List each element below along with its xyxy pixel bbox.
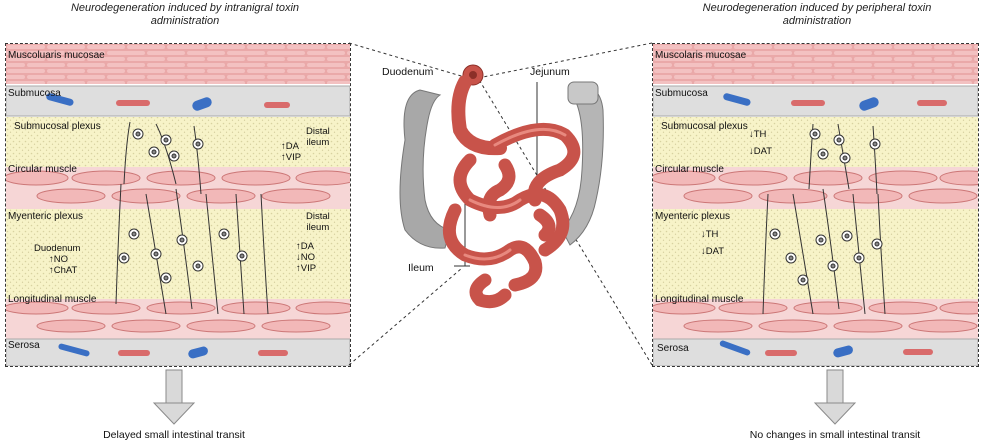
duodenum-shape	[458, 65, 500, 148]
left-anno-distal-ileum-1: Distal ileum	[306, 126, 330, 148]
colon-frame	[400, 82, 603, 248]
left-outcome-caption: Delayed small intestinal transit	[74, 429, 274, 441]
left-anno-duodenum: Duodenum ↑NO ↑ChAT	[34, 243, 80, 276]
gut-highlights	[465, 129, 565, 259]
left-anno-da-vip-1: ↑DA ↑VIP	[281, 141, 301, 163]
left-title-line1: Neurodegeneration induced by intranigral…	[20, 2, 350, 15]
longitudinal-muscle-layer	[6, 299, 350, 339]
right-label-longitudinal-muscle: Longitudinal muscle	[655, 294, 743, 305]
right-tissue-panel: Muscolaris mucosae Submucosa Submucosal …	[652, 43, 979, 367]
right-label-myenteric-plexus: Myenteric plexus	[655, 211, 730, 222]
right-anno-th-dat-2: ↓TH ↓DAT	[701, 229, 724, 257]
left-label-longitudinal-muscle: Longitudinal muscle	[8, 294, 96, 305]
left-label-circular-muscle: Circular muscle	[8, 164, 77, 175]
right-label-serosa: Serosa	[657, 343, 689, 354]
right-anno-th-dat-1: ↓TH ↓DAT	[749, 129, 772, 157]
ileum-label: Ileum	[408, 262, 434, 274]
right-down-arrow	[815, 370, 855, 424]
right-label-muscularis-mucosae: Muscolaris mucosae	[655, 50, 746, 61]
left-label-submucosal-plexus: Submucosal plexus	[14, 121, 101, 132]
right-panel-title: Neurodegeneration induced by peripheral …	[652, 2, 982, 28]
right-label-submucosal-plexus: Submucosal plexus	[661, 121, 748, 132]
left-title-line2: administration	[20, 15, 350, 28]
left-down-arrow	[154, 370, 194, 424]
right-title-line1: Neurodegeneration induced by peripheral …	[652, 2, 982, 15]
left-anno-da-no-vip-2: ↑DA ↓NO ↑VIP	[296, 241, 316, 274]
serosa-layer	[6, 339, 350, 366]
left-label-serosa: Serosa	[8, 340, 40, 351]
left-panel-title: Neurodegeneration induced by intranigral…	[20, 2, 350, 28]
right-label-submucosa: Submucosa	[655, 88, 708, 99]
jejunum-label: Jejunum	[530, 66, 570, 78]
right-outcome-caption: No changes in small intestinal transit	[730, 429, 940, 441]
jejunum-ileum-loops	[449, 129, 574, 301]
left-label-muscularis-mucosae: Muscoluaris mucosae	[8, 50, 105, 61]
right-title-line2: administration	[652, 15, 982, 28]
left-label-submucosa: Submucosa	[8, 88, 61, 99]
left-anno-distal-ileum-2: Distal ileum	[306, 211, 330, 233]
duodenum-label: Duodenum	[382, 66, 433, 78]
longitudinal-muscle-layer	[653, 299, 978, 339]
left-tissue-panel: Muscoluaris mucosae Submucosa Submucosal…	[5, 43, 351, 367]
right-label-circular-muscle: Circular muscle	[655, 164, 724, 175]
left-label-myenteric-plexus: Myenteric plexus	[8, 211, 83, 222]
